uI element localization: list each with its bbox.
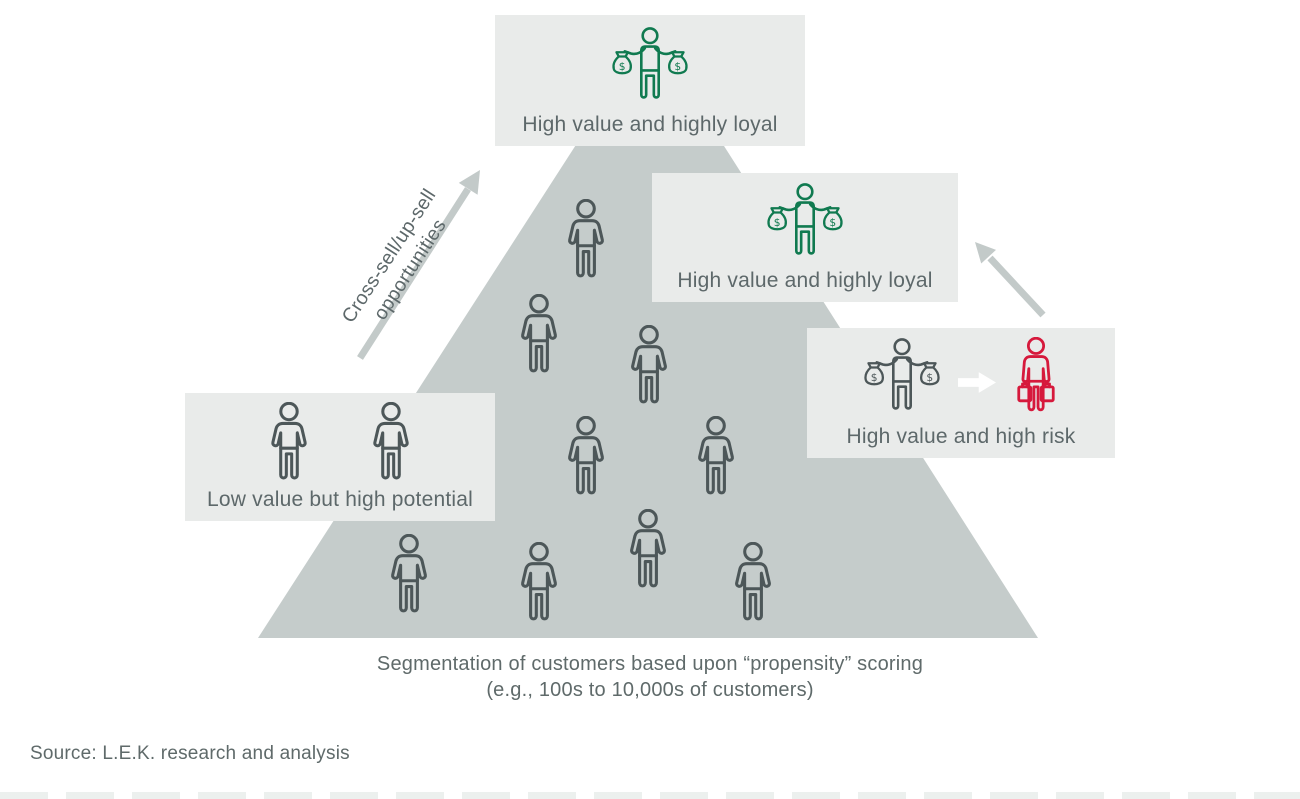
person-icon [362, 402, 420, 482]
segment-box-low-value-high-potential: Low value but high potential [185, 393, 495, 521]
pyramid-caption-line1: Segmentation of customers based upon “pr… [376, 653, 924, 675]
segment-label: High value and highly loyal [522, 113, 778, 136]
pyramid-caption-line2: (e.g., 100s to 10,000s of customers) [486, 679, 814, 701]
arrow-right-icon [958, 372, 996, 393]
risk-to-loyal-arrow-icon [975, 242, 1046, 318]
person-with-money-bags-icon [856, 338, 948, 418]
segment-label: High value and high risk [846, 425, 1076, 448]
cross-sell-arrow-icon [357, 170, 480, 360]
pyramid-caption: Segmentation of customers based upon “pr… [0, 651, 1300, 703]
segment-box-high-value-loyal-top: High value and highly loyal [495, 15, 805, 146]
person-with-money-bags-icon [759, 183, 851, 263]
segment-box-high-value-loyal-mid: High value and highly loyal [652, 173, 958, 302]
segment-label: High value and highly loyal [677, 269, 933, 292]
segment-label: Low value but high potential [207, 488, 473, 511]
person-icon [260, 402, 318, 482]
bottom-dashes [0, 792, 1300, 799]
source-note: Source: L.E.K. research and analysis [30, 743, 350, 764]
person-with-money-bags-icon [604, 27, 696, 107]
person-with-suitcases-icon [1006, 337, 1066, 419]
segment-box-high-value-high-risk: High value and high risk [807, 328, 1115, 458]
